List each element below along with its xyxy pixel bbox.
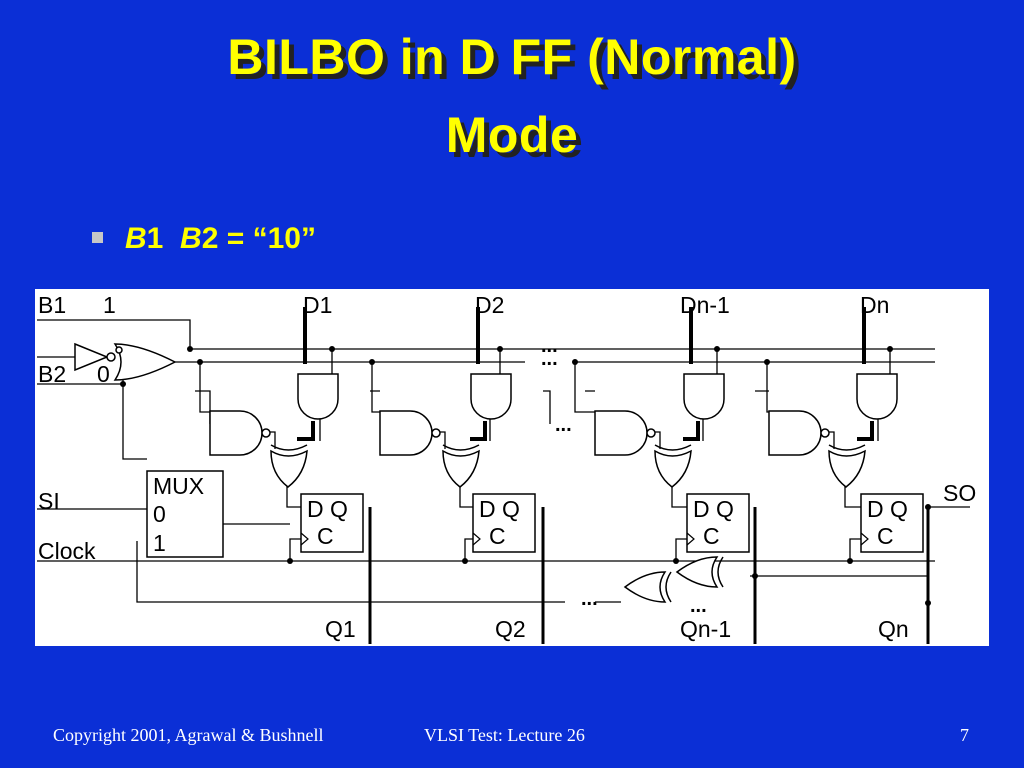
bilbo-circuit-diagram: B1 1 B2 0 SI Clock MUX 0 1 D1 D2 Dn-1 Dn…: [35, 289, 989, 646]
ellipsis-b1-row: ...: [541, 335, 558, 357]
mux-input-0: 0: [153, 501, 166, 527]
ellipsis-feedback: ...: [581, 588, 598, 610]
input-value-b1: 1: [103, 292, 116, 318]
input-value-b2: 0: [97, 361, 110, 387]
data-input-dn: Dn: [860, 292, 889, 318]
scan-out-label: SO: [943, 480, 976, 506]
ff2-dq-label: D Q: [479, 496, 520, 522]
b1-index: 1: [146, 222, 164, 255]
bullet-square-icon: [92, 231, 103, 243]
ff2-c-label: C: [489, 523, 506, 549]
data-input-d1: D1: [303, 292, 332, 318]
input-label-clock: Clock: [38, 538, 96, 564]
mux-input-1: 1: [153, 530, 166, 556]
output-q2: Q2: [495, 616, 526, 642]
slide-title-line2: Mode: [445, 107, 579, 163]
ellipsis-xor-chain: ...: [690, 595, 707, 617]
ffn-1-c-label: C: [703, 523, 720, 549]
ff1-c-label: C: [317, 523, 334, 549]
ffn-dq-label: D Q: [867, 496, 908, 522]
footer-page-number: 7: [960, 725, 969, 745]
ellipsis-or-row: ...: [541, 348, 558, 370]
slide-title-line1: BILBO in D FF (Normal): [227, 29, 797, 85]
output-q1: Q1: [325, 616, 356, 642]
footer-copyright: Copyright 2001, Agrawal & Bushnell: [53, 725, 324, 745]
input-label-b1: B1: [38, 292, 66, 318]
mux-label: MUX: [153, 473, 204, 499]
data-input-dn-1: Dn-1: [680, 292, 730, 318]
output-qn-1: Qn-1: [680, 616, 731, 642]
b1-variable: B: [125, 222, 147, 255]
footer-course: VLSI Test: Lecture 26: [424, 725, 585, 745]
input-label-si: SI: [38, 488, 60, 514]
ellipsis-stage-gap: ...: [555, 414, 572, 436]
ffn-1-dq-label: D Q: [693, 496, 734, 522]
data-input-d2: D2: [475, 292, 504, 318]
b2-index-and-value: 2 = “10”: [201, 222, 316, 255]
bullet-mode-setting: B1 B2 = “10”: [92, 222, 316, 256]
input-label-b2: B2: [38, 361, 66, 387]
output-qn: Qn: [878, 616, 909, 642]
ffn-c-label: C: [877, 523, 894, 549]
b2-variable: B: [180, 222, 202, 255]
ff1-dq-label: D Q: [307, 496, 348, 522]
